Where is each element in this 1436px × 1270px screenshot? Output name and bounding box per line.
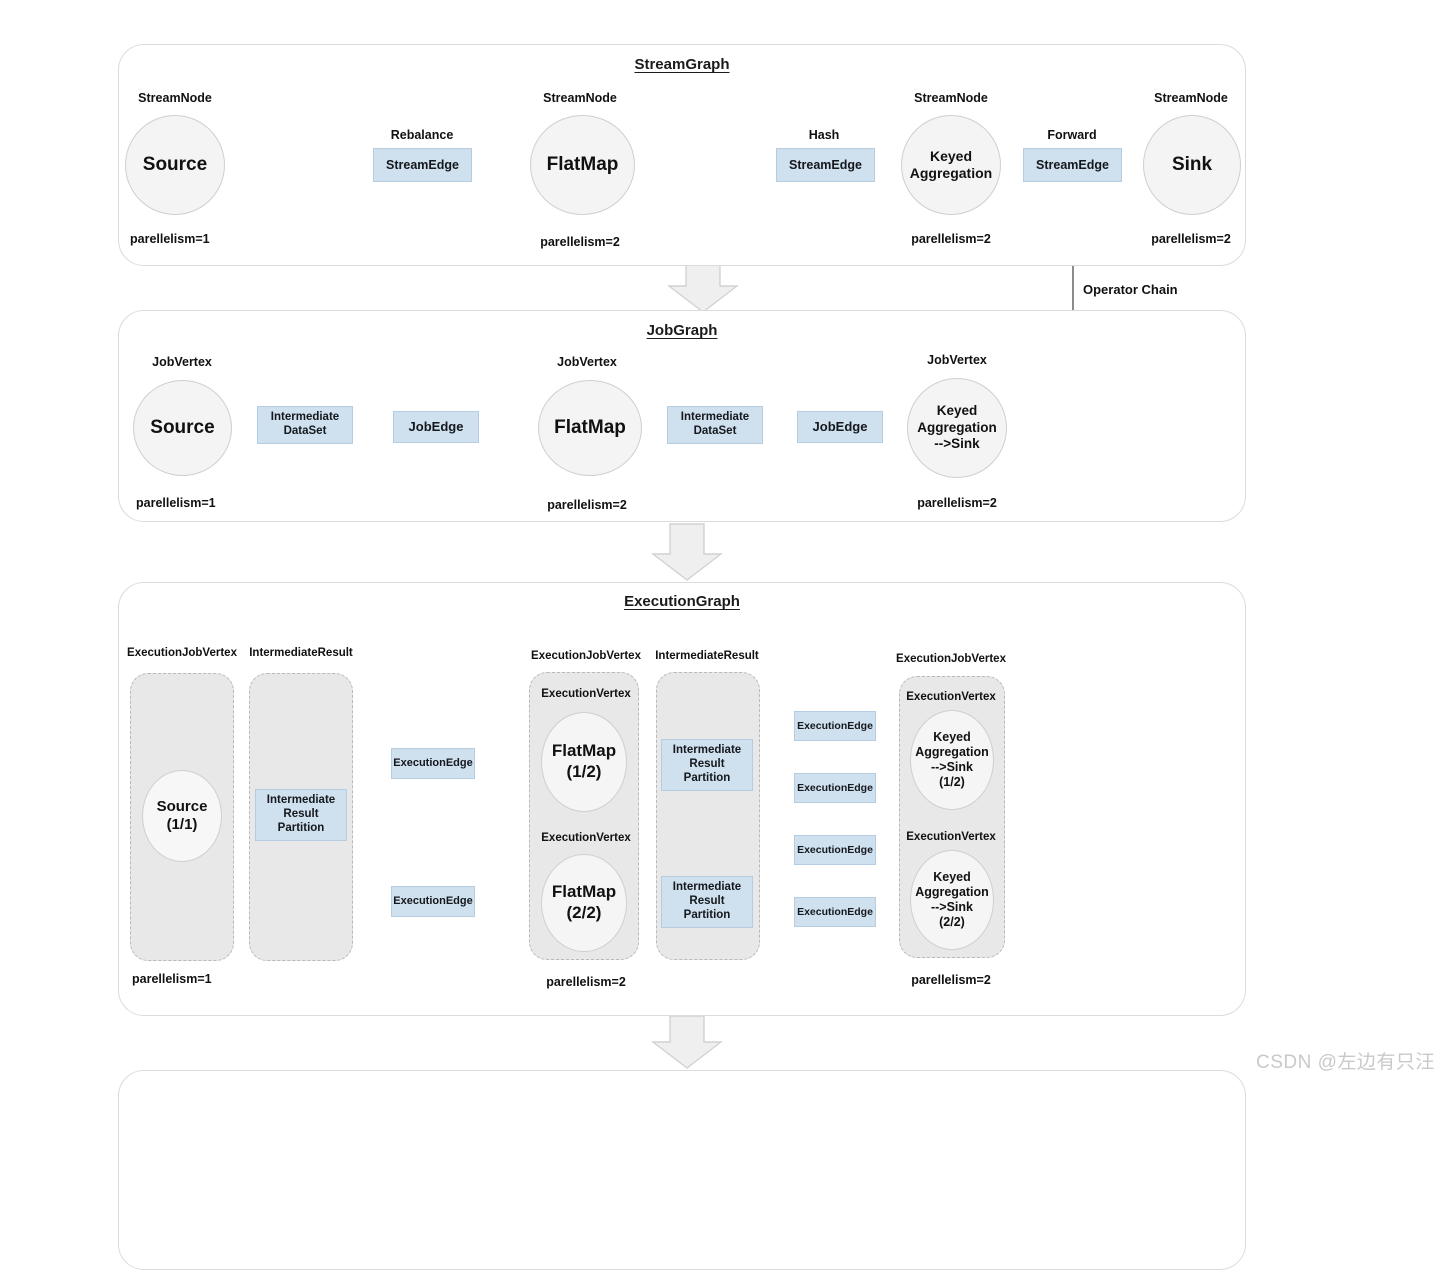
- executionedge-s2-3[interactable]: ExecutionEdge: [794, 835, 876, 865]
- jobedge-1[interactable]: JobEdge: [393, 411, 479, 443]
- executionvertex-label-keyedagg-2: ExecutionVertex: [906, 831, 996, 843]
- jobgraph-parallelism-flatmap: parellelism=2: [547, 498, 627, 512]
- intermediateresult-label-1: IntermediateResult: [249, 647, 353, 659]
- panel-next-stage: [118, 1070, 1246, 1270]
- parallelism-keyedagg: parellelism=2: [911, 232, 991, 246]
- parallelism-source: parellelism=1: [130, 232, 210, 246]
- eg-parallelism-keyedagg: parellelism=2: [911, 973, 991, 987]
- intermediate-result-partition-3[interactable]: Intermediate Result Partition: [661, 876, 753, 928]
- executionvertex-label-flatmap-2: ExecutionVertex: [541, 832, 631, 844]
- executionjobvertex-label-source: ExecutionJobVertex: [127, 647, 237, 659]
- executionvertex-flatmap-2-2[interactable]: FlatMap (2/2): [541, 854, 627, 952]
- streamnode-label-source: StreamNode: [138, 91, 212, 105]
- node-source[interactable]: Source: [125, 115, 225, 215]
- executionvertex-label-flatmap-1: ExecutionVertex: [541, 688, 631, 700]
- streamnode-label-flatmap: StreamNode: [543, 91, 617, 105]
- jobgraph-parallelism-source: parellelism=1: [136, 496, 216, 510]
- panel-title-streamgraph: StreamGraph: [634, 56, 730, 73]
- jobvertex-label-source: JobVertex: [152, 355, 212, 369]
- executionvertex-source-1-1[interactable]: Source (1/1): [142, 770, 222, 862]
- node-keyed-aggregation[interactable]: Keyed Aggregation: [901, 115, 1001, 215]
- node-flatmap[interactable]: FlatMap: [530, 115, 635, 215]
- intermediate-dataset-1[interactable]: Intermediate DataSet: [257, 406, 353, 444]
- executionjobvertex-label-keyedagg: ExecutionJobVertex: [896, 653, 1006, 665]
- executionvertex-flatmap-1-2[interactable]: FlatMap (1/2): [541, 712, 627, 812]
- jobvertex-label-flatmap: JobVertex: [557, 355, 617, 369]
- panel-title-executiongraph: ExecutionGraph: [624, 593, 740, 610]
- parallelism-flatmap: parellelism=2: [540, 235, 620, 249]
- edge-strategy-forward: Forward: [1047, 128, 1097, 142]
- diagram-canvas: StreamGraph StreamNode Source parellelis…: [118, 44, 1435, 1270]
- executionvertex-label-keyedagg-1: ExecutionVertex: [906, 691, 996, 703]
- eg-parallelism-source: parellelism=1: [132, 972, 212, 986]
- streamedge-hash[interactable]: StreamEdge: [776, 148, 875, 182]
- jobvertex-keyed-aggregation-sink[interactable]: Keyed Aggregation -->Sink: [907, 378, 1007, 478]
- streamnode-label-sink: StreamNode: [1154, 91, 1228, 105]
- jobvertex-flatmap[interactable]: FlatMap: [538, 380, 642, 476]
- node-sink[interactable]: Sink: [1143, 115, 1241, 215]
- executionedge-s1-1[interactable]: ExecutionEdge: [391, 748, 475, 779]
- executionedge-s1-2[interactable]: ExecutionEdge: [391, 886, 475, 917]
- executionvertex-keyedagg-2-2[interactable]: Keyed Aggregation -->Sink (2/2): [910, 850, 994, 950]
- streamedge-forward[interactable]: StreamEdge: [1023, 148, 1122, 182]
- panel-title-jobgraph: JobGraph: [646, 322, 718, 339]
- intermediate-result-partition-2[interactable]: Intermediate Result Partition: [661, 739, 753, 791]
- jobvertex-label-keyedagg: JobVertex: [927, 353, 987, 367]
- jobedge-2[interactable]: JobEdge: [797, 411, 883, 443]
- streamedge-rebalance[interactable]: StreamEdge: [373, 148, 472, 182]
- executionvertex-keyedagg-1-2[interactable]: Keyed Aggregation -->Sink (1/2): [910, 710, 994, 810]
- jobvertex-source[interactable]: Source: [133, 380, 232, 476]
- edge-strategy-rebalance: Rebalance: [390, 128, 454, 142]
- executionedge-s2-2[interactable]: ExecutionEdge: [794, 773, 876, 803]
- executionedge-s2-1[interactable]: ExecutionEdge: [794, 711, 876, 741]
- executionjobvertex-label-flatmap: ExecutionJobVertex: [531, 650, 641, 662]
- streamnode-label-keyedagg: StreamNode: [914, 91, 988, 105]
- eg-parallelism-flatmap: parellelism=2: [546, 975, 626, 989]
- edge-strategy-hash: Hash: [808, 128, 840, 142]
- executionedge-s2-4[interactable]: ExecutionEdge: [794, 897, 876, 927]
- intermediateresult-label-2: IntermediateResult: [655, 650, 759, 662]
- operator-chain-label: Operator Chain: [1083, 282, 1178, 297]
- jobgraph-parallelism-keyedagg: parellelism=2: [917, 496, 997, 510]
- intermediate-result-partition-1[interactable]: Intermediate Result Partition: [255, 789, 347, 841]
- intermediate-dataset-2[interactable]: Intermediate DataSet: [667, 406, 763, 444]
- parallelism-sink: parellelism=2: [1151, 232, 1231, 246]
- watermark: CSDN @左边有只汪: [1256, 1052, 1435, 1073]
